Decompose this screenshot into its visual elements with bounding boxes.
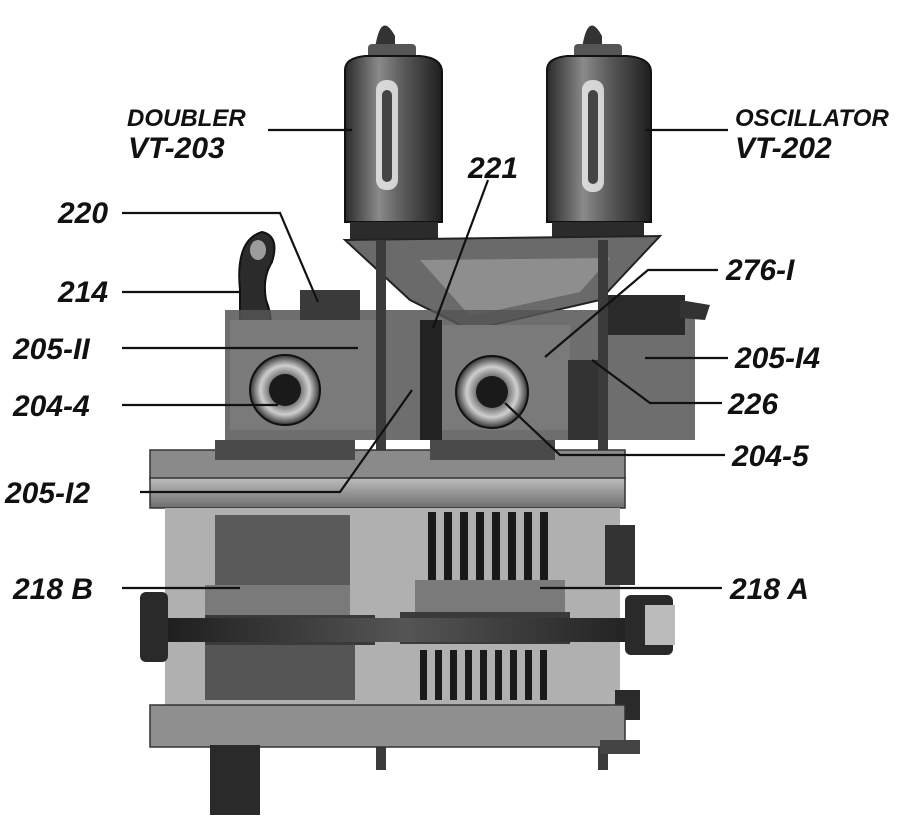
capacitor-218b	[205, 515, 375, 700]
oscillator-designation-label: VT-202	[735, 132, 832, 165]
callout-221: 221	[467, 152, 518, 185]
callout-214: 214	[57, 276, 108, 309]
callout-220: 220	[57, 197, 108, 230]
equipment-photo	[140, 25, 710, 815]
oscillator-name-label: OSCILLATOR	[735, 105, 889, 132]
callout-205-14: 205-I4	[734, 342, 820, 375]
coil-204-4	[249, 354, 321, 426]
callout-205-12: 205-I2	[4, 477, 90, 510]
coil-204-5	[455, 355, 529, 429]
leader-lines	[122, 128, 728, 590]
callout-204-4: 204-4	[12, 390, 90, 423]
callout-218a: 218 A	[729, 573, 809, 606]
callout-276-1: 276-I	[725, 254, 795, 287]
doubler-name-label: DOUBLER	[127, 105, 246, 132]
callout-205-11: 205-II	[12, 333, 90, 366]
callout-218b: 218 B	[12, 573, 93, 606]
oscillator-tube	[546, 25, 652, 244]
doubler-tube	[344, 25, 443, 244]
callout-204-5: 204-5	[731, 440, 810, 473]
callout-labels: DOUBLER VT-203 OSCILLATOR VT-202 221 220…	[4, 105, 889, 606]
callout-226: 226	[727, 388, 778, 421]
doubler-designation-label: VT-203	[128, 132, 225, 165]
